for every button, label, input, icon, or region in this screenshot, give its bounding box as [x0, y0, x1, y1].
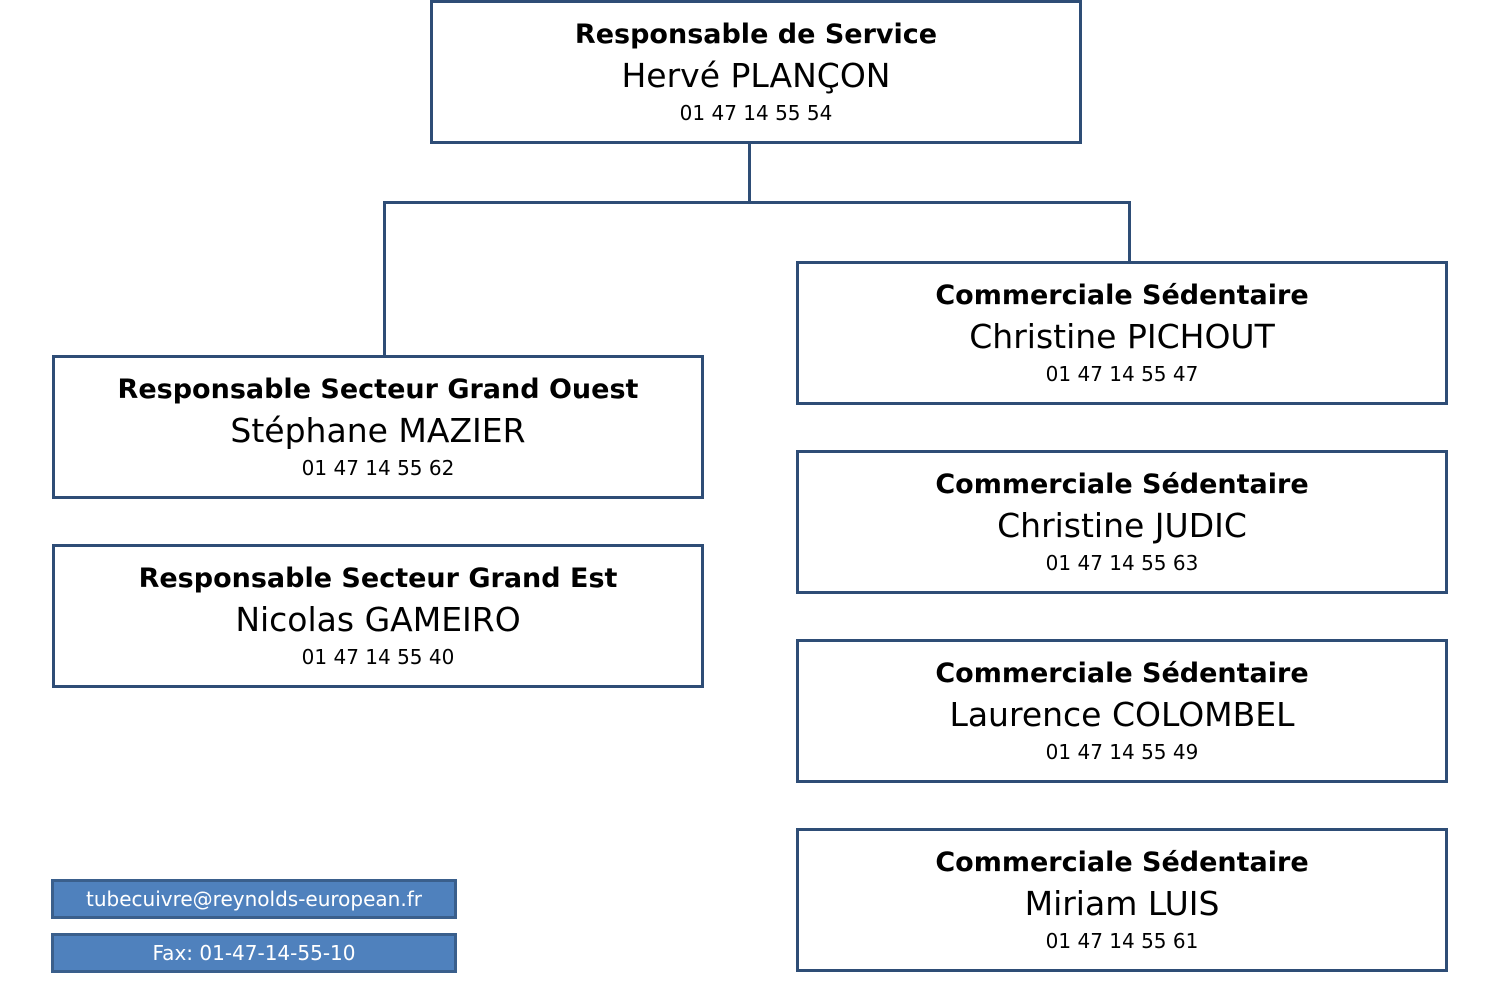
- role-label: Commerciale Sédentaire: [935, 847, 1309, 878]
- org-box-sedentaire-1: Commerciale Sédentaire Christine PICHOUT…: [796, 261, 1448, 405]
- org-box-grand-est: Responsable Secteur Grand Est Nicolas GA…: [52, 544, 704, 688]
- email-badge: tubecuivre@reynolds-european.fr: [51, 879, 457, 919]
- org-box-grand-ouest: Responsable Secteur Grand Ouest Stéphane…: [52, 355, 704, 499]
- phone-number: 01 47 14 55 40: [301, 645, 455, 669]
- person-name: Nicolas GAMEIRO: [235, 600, 521, 639]
- person-name: Christine JUDIC: [997, 506, 1247, 545]
- phone-number: 01 47 14 55 47: [1045, 362, 1199, 386]
- org-box-sedentaire-4: Commerciale Sédentaire Miriam LUIS 01 47…: [796, 828, 1448, 972]
- connector-horizontal: [383, 201, 1131, 204]
- person-name: Miriam LUIS: [1024, 884, 1220, 923]
- role-label: Responsable de Service: [574, 19, 938, 50]
- connector-right-down: [1128, 201, 1131, 262]
- person-name: Hervé PLANÇON: [621, 56, 891, 95]
- person-name: Stéphane MAZIER: [230, 411, 526, 450]
- phone-number: 01 47 14 55 49: [1045, 740, 1199, 764]
- role-label: Commerciale Sédentaire: [935, 280, 1309, 311]
- org-box-head: Responsable de Service Hervé PLANÇON 01 …: [430, 0, 1082, 144]
- connector-left-down: [383, 201, 386, 357]
- role-label: Responsable Secteur Grand Est: [138, 563, 618, 594]
- role-label: Commerciale Sédentaire: [935, 658, 1309, 689]
- connector-head-down: [748, 143, 751, 203]
- phone-number: 01 47 14 55 61: [1045, 929, 1199, 953]
- person-name: Christine PICHOUT: [969, 317, 1275, 356]
- org-box-sedentaire-2: Commerciale Sédentaire Christine JUDIC 0…: [796, 450, 1448, 594]
- phone-number: 01 47 14 55 63: [1045, 551, 1199, 575]
- org-box-sedentaire-3: Commerciale Sédentaire Laurence COLOMBEL…: [796, 639, 1448, 783]
- fax-badge: Fax: 01-47-14-55-10: [51, 933, 457, 973]
- phone-number: 01 47 14 55 62: [301, 456, 455, 480]
- phone-number: 01 47 14 55 54: [679, 101, 833, 125]
- person-name: Laurence COLOMBEL: [949, 695, 1295, 734]
- role-label: Commerciale Sédentaire: [935, 469, 1309, 500]
- role-label: Responsable Secteur Grand Ouest: [117, 374, 639, 405]
